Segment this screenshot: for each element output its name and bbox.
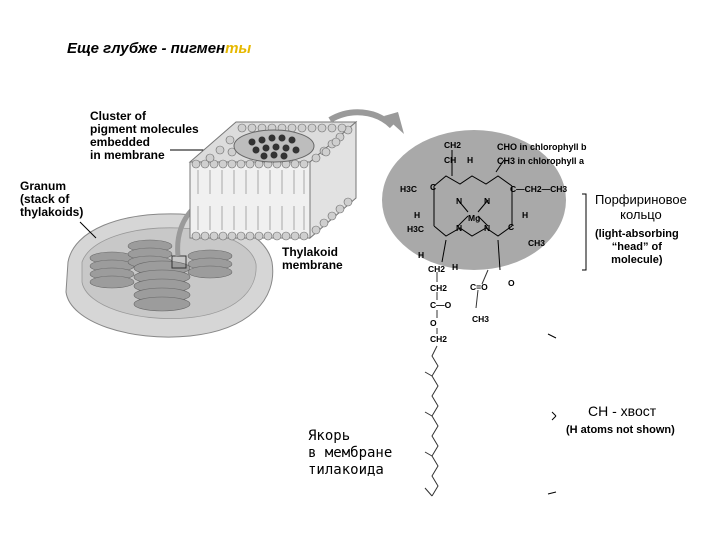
chem-ch2-chain2: CH2 (430, 334, 447, 344)
chem-ch2-top: CH2 (444, 140, 461, 150)
chem-o-right: O (508, 278, 515, 288)
label-granum: Granum (stack of thylakoids) (20, 180, 83, 219)
chem-ch3-ester: CH3 (472, 314, 489, 324)
porphyrin-bracket (582, 194, 586, 270)
label-chlorophyll-a: CH3 in chlorophyll a (497, 156, 584, 166)
chem-ch2-bottom: CH2 (428, 264, 445, 274)
ring-n: N (484, 223, 490, 233)
chem-h3c-left: H3C (400, 184, 417, 194)
label-thylakoid-membrane: Thylakoid membrane (282, 246, 343, 272)
ring-n: N (456, 223, 462, 233)
chem-h-bottom: H (418, 250, 424, 260)
label-porphyrin-ru: Порфириновое кольцо (595, 192, 687, 222)
chem-mg: Mg (468, 213, 480, 223)
label-tail-ru: СН - хвост (588, 404, 656, 419)
chem-o-chain: O (430, 318, 437, 328)
chem-ethyl: C—CH2—CH3 (510, 184, 567, 194)
chem-h-top: H (467, 155, 473, 165)
label-anchor-ru: Якорь в мембране тилакоида (308, 428, 392, 479)
chem-h-right: H (522, 210, 528, 220)
ring-n: N (484, 196, 490, 206)
chem-ch3-right: CH3 (528, 238, 545, 248)
label-porphyrin-en: (light-absorbing “head” of molecule) (595, 228, 679, 267)
chem-ch-top: CH (444, 155, 456, 165)
ring-c: C (430, 182, 436, 192)
ring-c: C (508, 222, 514, 232)
chem-c-eq-o: C=O (470, 282, 488, 292)
label-chlorophyll-b: CHO in chlorophyll b (497, 142, 587, 152)
chem-ch2-chain: CH2 (430, 283, 447, 293)
chem-h-bottom2: H (452, 262, 458, 272)
label-cluster: Cluster of pigment molecules embedded in… (90, 110, 199, 162)
label-tail-en: (H atoms not shown) (566, 424, 675, 437)
thylakoid-membrane-block (190, 122, 356, 240)
chem-h-left: H (414, 210, 420, 220)
tail-markers (548, 334, 556, 494)
chem-h3c-left2: H3C (407, 224, 424, 234)
ring-n: N (456, 196, 462, 206)
chem-c-o-chain: C—O (430, 300, 451, 310)
